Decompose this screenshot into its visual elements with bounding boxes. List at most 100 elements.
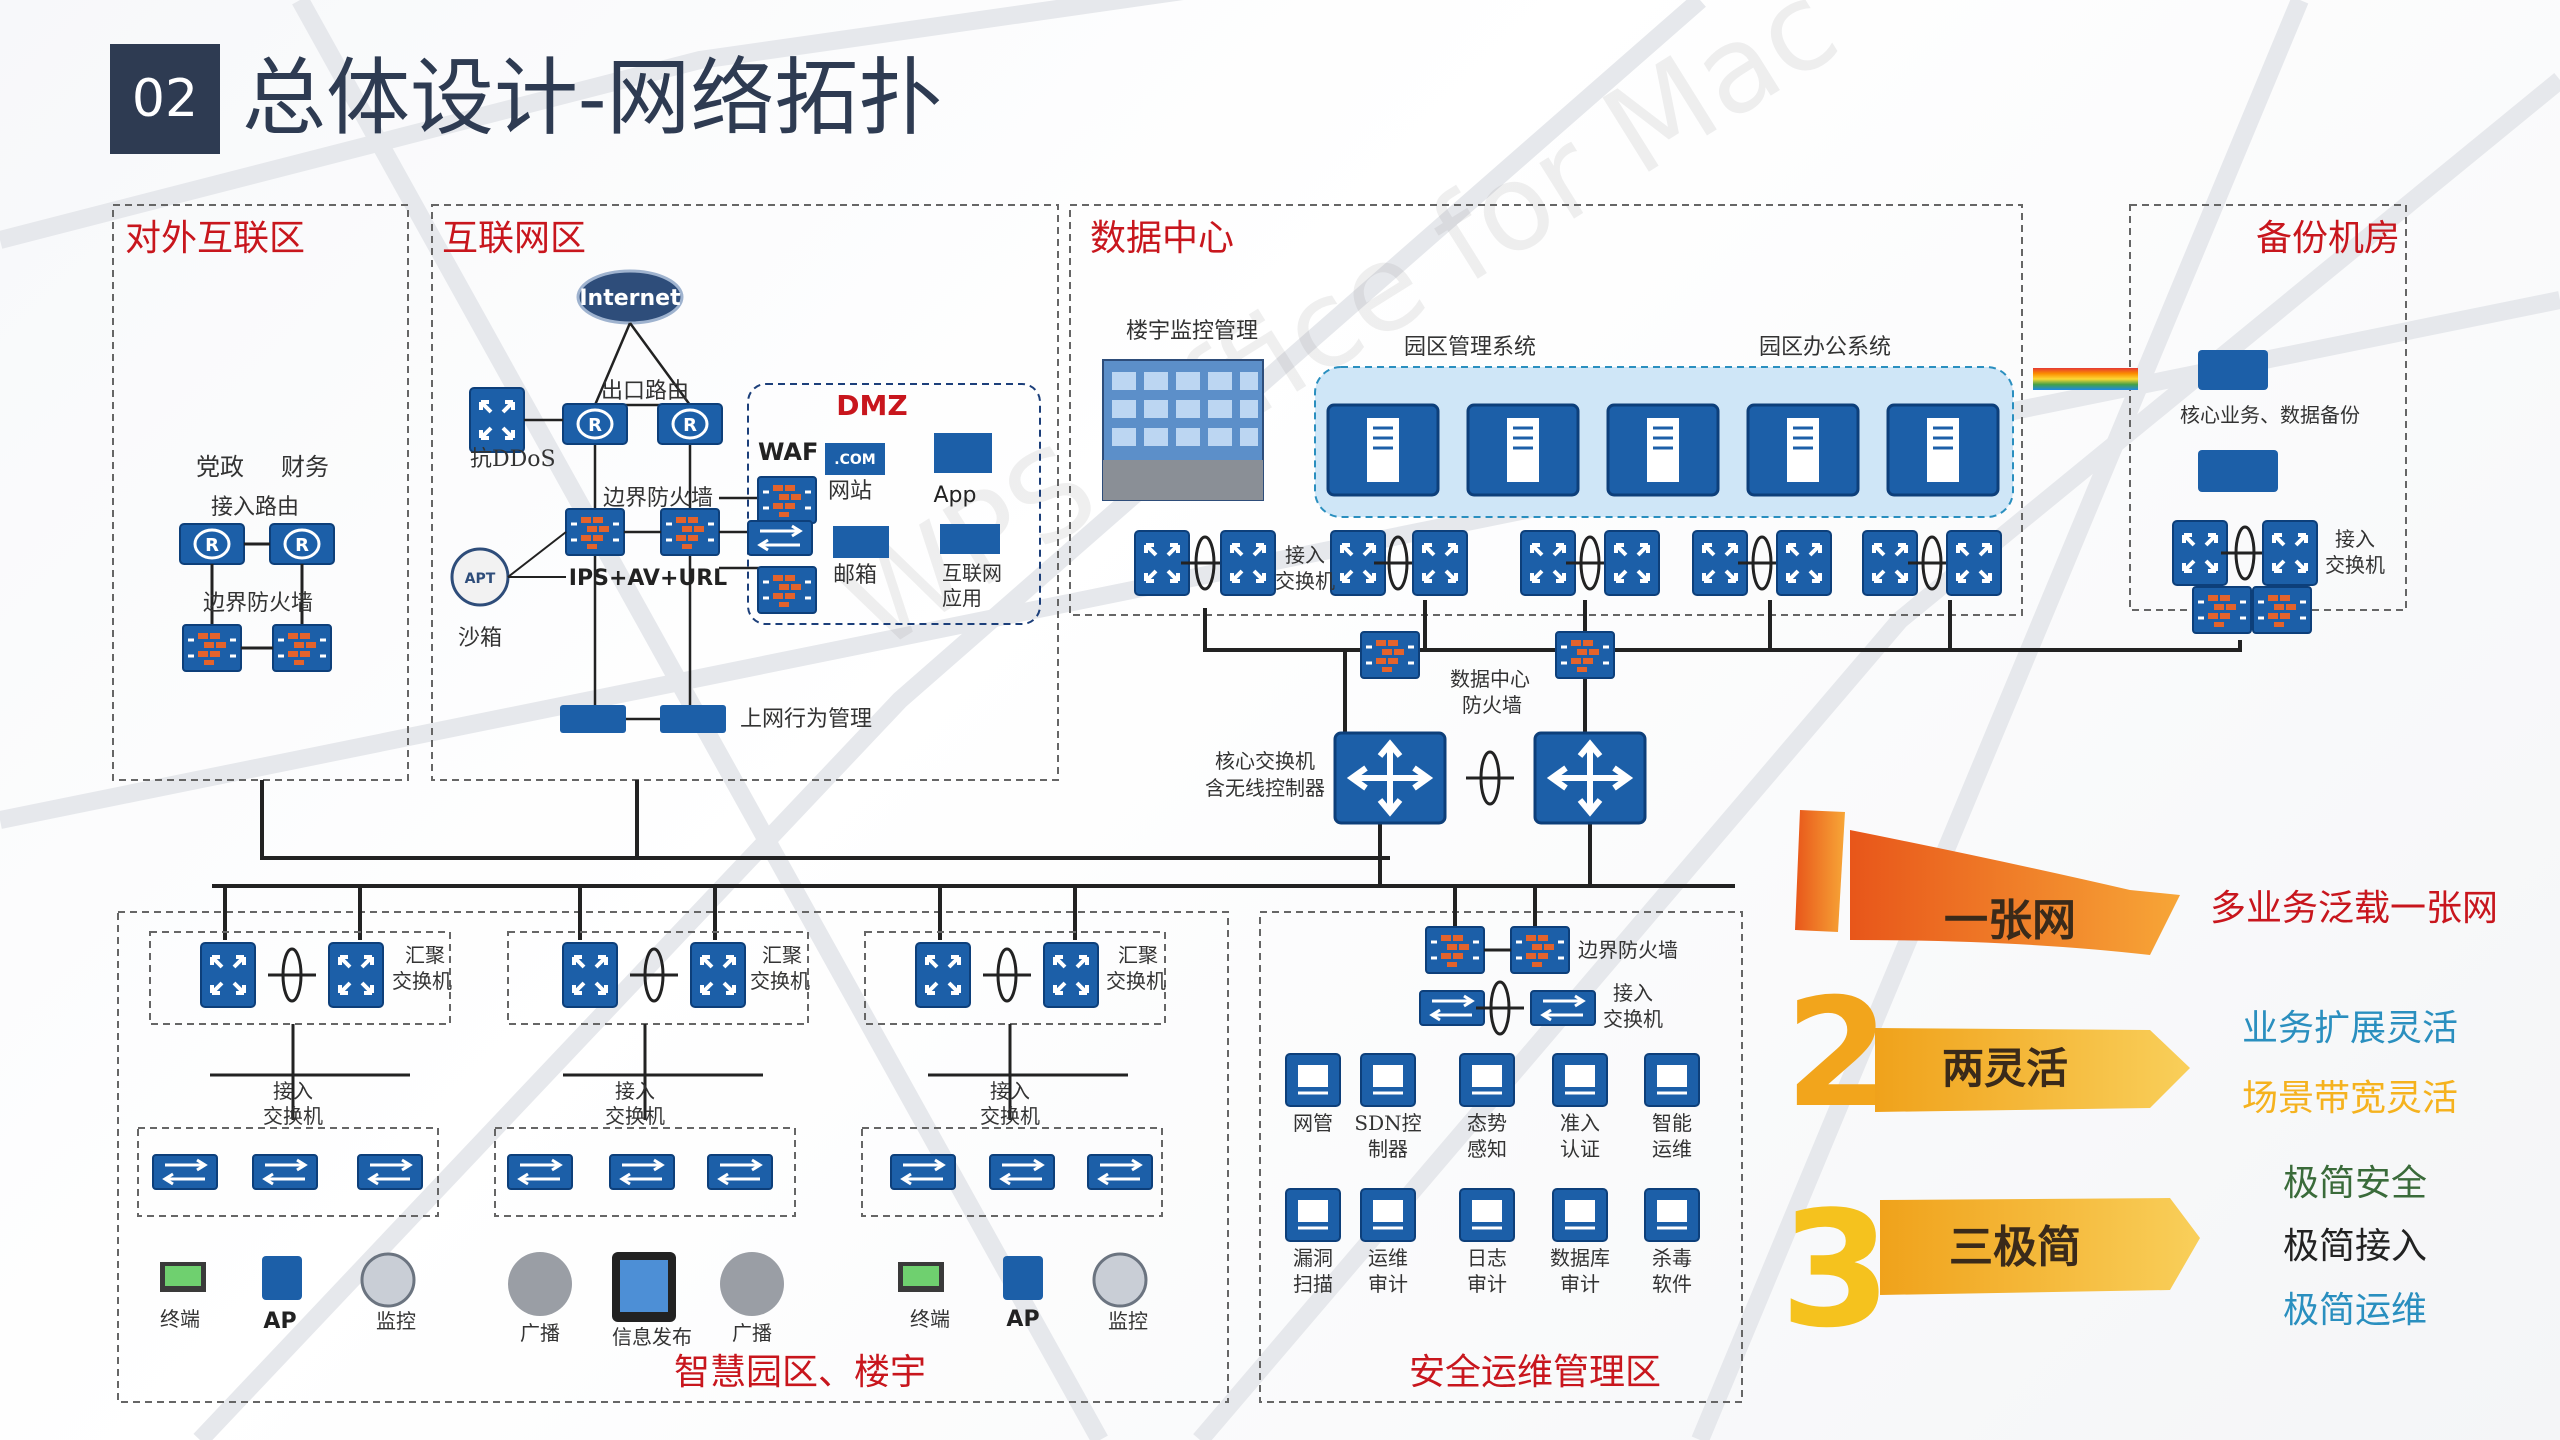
label-campus-access-1: 接入	[615, 1079, 655, 1103]
label-exit-router: 出口路由	[601, 379, 689, 404]
stack-link-icon	[2219, 525, 2271, 581]
label-monitor: 监控	[376, 1309, 416, 1333]
highlight-three: 3 三极简	[1780, 1176, 2200, 1363]
core-switch-icon	[1535, 733, 1645, 823]
broadcast-icon	[508, 1252, 572, 1316]
secops-tool: 网管	[1284, 1052, 1342, 1135]
label-two: 两灵活	[1942, 1044, 2068, 1093]
desc-three-1: 极简安全	[2283, 1163, 2427, 1204]
tool-icon	[1643, 1187, 1701, 1243]
desc-three-2: 极简接入	[2283, 1226, 2427, 1267]
label-terminal: 终端	[160, 1307, 200, 1331]
label-secops-access-2: 交换机	[1603, 1007, 1663, 1031]
dmz-box	[747, 383, 1041, 625]
terminal-icon	[160, 1262, 206, 1292]
tool-icon	[1551, 1187, 1609, 1243]
label-dmz: DMZ	[836, 389, 907, 422]
server-icon	[1886, 403, 2000, 497]
dc-firewall-icon	[1359, 630, 1421, 680]
tool-icon	[1458, 1052, 1516, 1108]
backbone-links	[212, 600, 2242, 940]
label-core-switch-1: 核心交换机	[1215, 749, 1315, 773]
building-icon	[1102, 359, 1264, 501]
numeral-two: 2	[1785, 967, 1889, 1141]
zone-title-internet: 互联网区	[442, 218, 586, 259]
label-agg-1: 汇聚	[762, 943, 802, 967]
tool-icon	[1359, 1052, 1417, 1108]
label-finance: 财务	[281, 453, 329, 481]
mail-icon	[833, 526, 889, 558]
label-mail: 邮箱	[833, 563, 877, 588]
firewall-icon	[2191, 585, 2253, 635]
label-access-router: 接入路由	[211, 495, 299, 520]
label-campus-access-2: 交换机	[605, 1104, 665, 1128]
tool-label: 认证	[1560, 1137, 1600, 1161]
backup-switch-icon	[2261, 519, 2319, 587]
label-sandbox: 沙箱	[458, 626, 502, 651]
label-dc-firewall-1: 数据中心	[1450, 667, 1530, 691]
tool-label: 审计	[1467, 1272, 1507, 1296]
firewall-icon	[1424, 925, 1486, 975]
zone-datacenter-box	[1069, 204, 2023, 616]
router-icon	[656, 402, 724, 446]
firewall-icon	[271, 623, 333, 673]
core-switch-icon	[1335, 733, 1445, 823]
label-campus-access-1: 接入	[273, 1079, 313, 1103]
label-anti-ddos: 抗DDoS	[470, 447, 556, 472]
tool-label: SDN控	[1354, 1111, 1421, 1135]
slide-title: 总体设计-网络拓扑	[242, 49, 943, 147]
firewall-icon	[659, 507, 721, 557]
label-dc-access-switch-2: 交换机	[1275, 569, 1335, 593]
label-core-switch-2: 含无线控制器	[1205, 776, 1325, 800]
zone-internet-box	[431, 204, 1059, 781]
label-secops-firewall: 边界防火墙	[1578, 938, 1678, 962]
desc-one: 多业务泛载一张网	[2210, 888, 2498, 929]
firewall-icon	[756, 565, 818, 615]
tool-label: 准入	[1560, 1111, 1600, 1135]
label-app: App	[934, 483, 977, 508]
zone-external-box	[112, 204, 409, 781]
backup-switch-icon	[2171, 519, 2229, 587]
website-icon	[825, 443, 885, 475]
backup-server-icon	[2198, 450, 2278, 492]
label-internet: Internet	[579, 286, 681, 311]
waf-firewall-icon	[756, 475, 818, 525]
label-agg-2: 交换机	[392, 969, 452, 993]
router-icon	[178, 522, 246, 566]
label-broadcast: 广播	[732, 1321, 772, 1345]
label-waf: WAF	[758, 438, 818, 466]
label-secops-access-1: 接入	[1613, 981, 1653, 1005]
behavior-mgmt-icon	[660, 705, 726, 733]
label-website-icon-text: .COM	[834, 452, 875, 468]
label-ap: AP	[1006, 1307, 1039, 1332]
access-box	[861, 1127, 1163, 1217]
tool-label: 软件	[1652, 1272, 1692, 1296]
campus-access-switches	[151, 1153, 1154, 1191]
agg-box	[864, 931, 1166, 1025]
camera-icon	[1092, 1252, 1148, 1308]
backup-link-icon	[2033, 368, 2138, 390]
label-core-backup: 核心业务、数据备份	[2180, 403, 2360, 427]
desc-two-1: 业务扩展灵活	[2242, 1008, 2458, 1049]
label-park-mgmt: 园区管理系统	[1404, 335, 1536, 360]
tool-icon	[1284, 1052, 1342, 1108]
broadcast-icon	[720, 1252, 784, 1316]
label-info-release: 信息发布	[612, 1325, 692, 1349]
tool-label: 智能	[1652, 1111, 1692, 1135]
label-terminal: 终端	[910, 1307, 950, 1331]
tool-icon	[1284, 1187, 1342, 1243]
server-icon	[1326, 403, 1440, 497]
slide-number-badge: 02	[110, 44, 220, 154]
label-web-app-1: 互联网	[942, 561, 1002, 585]
app-icon	[934, 433, 992, 473]
agg-box	[507, 931, 809, 1025]
label-border-firewall-internet: 边界防火墙	[603, 486, 713, 511]
label-one: 一张网	[1944, 895, 2076, 946]
tool-icon	[1458, 1187, 1516, 1243]
label-website: 网站	[828, 479, 872, 504]
